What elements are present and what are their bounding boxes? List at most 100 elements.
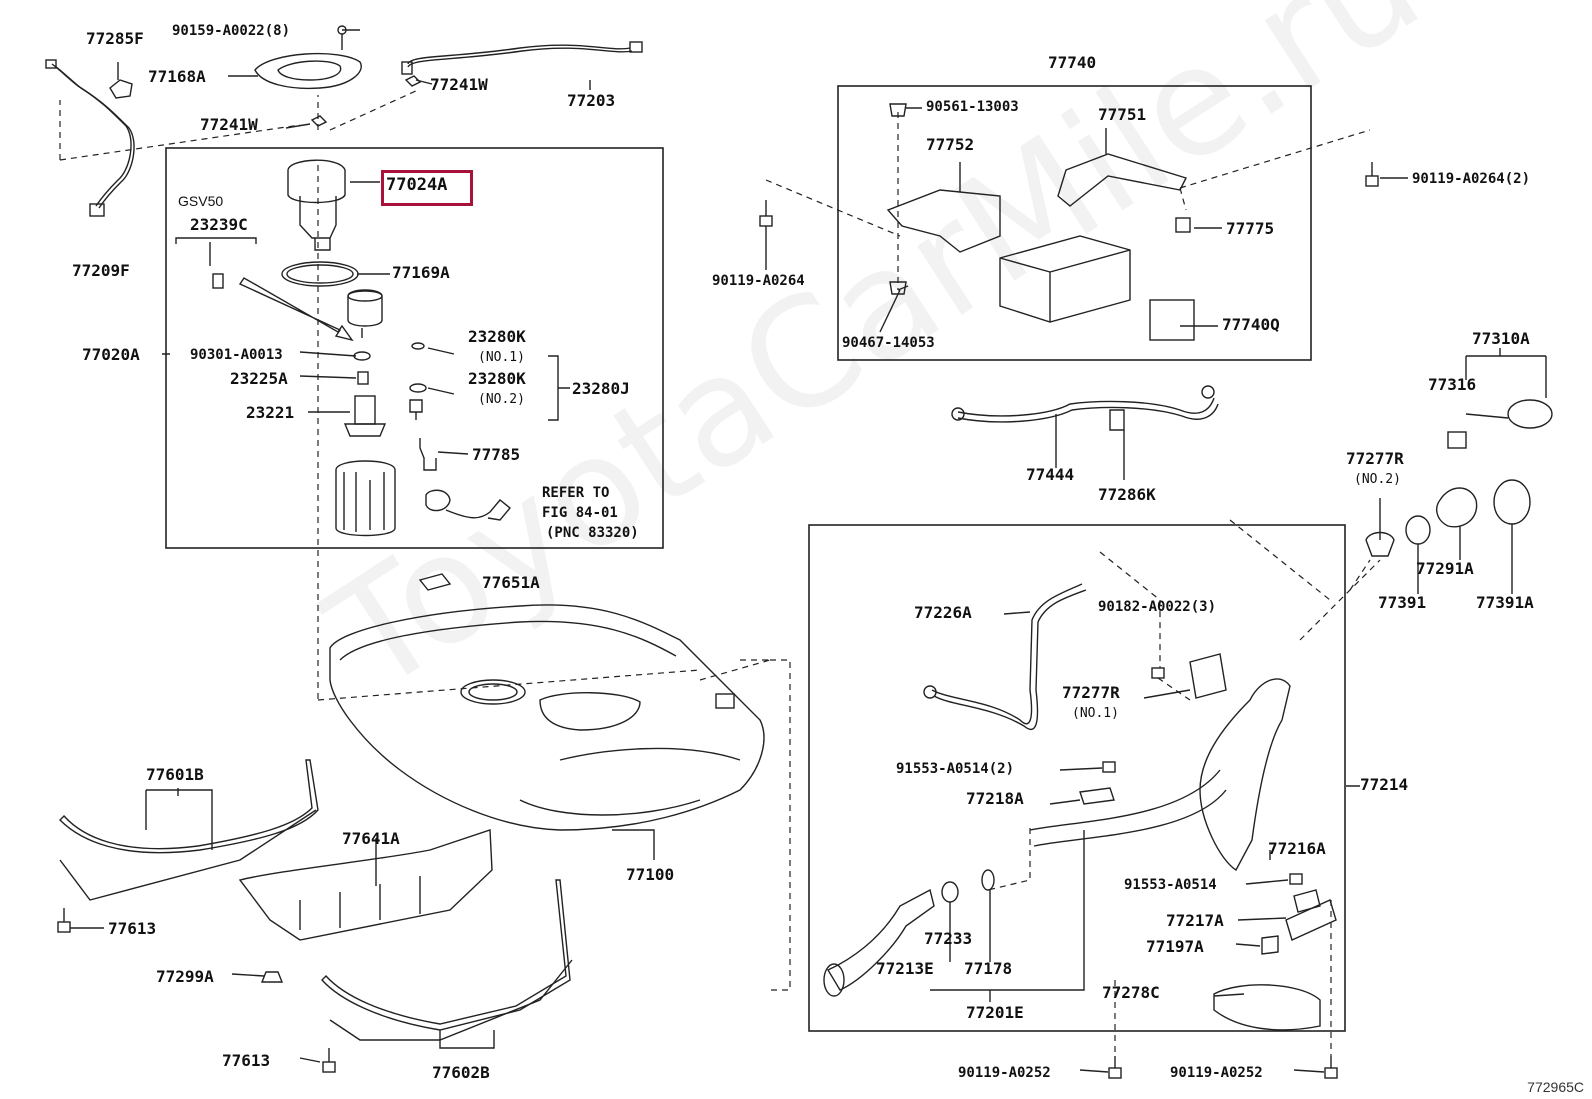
bracket-77752: [886, 189, 1001, 253]
packing-77391A: [1493, 479, 1531, 525]
lead-wire-77203: [401, 41, 643, 75]
label-77444[interactable]: 77444: [1026, 465, 1075, 484]
pressure-regulator: [409, 399, 423, 420]
label-77100[interactable]: 77100: [626, 865, 675, 884]
label-77241W-lower[interactable]: 77241W: [200, 115, 258, 134]
clip-77285F: [109, 79, 133, 99]
label-77218A[interactable]: 77218A: [966, 789, 1024, 808]
label-23221[interactable]: 23221: [246, 403, 295, 422]
pump-head-77024A: [287, 159, 346, 251]
label-77241W-upper[interactable]: 77241W: [430, 75, 488, 94]
label-23225A[interactable]: 23225A: [230, 369, 288, 388]
label-77775[interactable]: 77775: [1226, 219, 1275, 238]
fuel-cap-77310A: [1465, 399, 1553, 429]
bolt-77613-lower: [322, 1048, 336, 1073]
label-77613-upper[interactable]: 77613: [108, 919, 157, 938]
label-77291A[interactable]: 77291A: [1416, 559, 1474, 578]
pump-bracket: [335, 460, 396, 537]
part-23225A: [357, 371, 369, 385]
label-77602B[interactable]: 77602B: [432, 1063, 490, 1082]
label-77316[interactable]: 77316: [1428, 375, 1477, 394]
label-77278C[interactable]: 77278C: [1102, 983, 1160, 1002]
packing-77391: [1405, 515, 1431, 545]
label-77217A[interactable]: 77217A: [1166, 911, 1224, 930]
label-77641A[interactable]: 77641A: [342, 829, 400, 848]
label-77740Q[interactable]: 77740Q: [1222, 315, 1280, 334]
label-77391[interactable]: 77391: [1378, 593, 1427, 612]
label-77168A[interactable]: 77168A: [148, 67, 206, 86]
label-77178[interactable]: 77178: [964, 959, 1013, 978]
bolt-90119-A0264-right: [1365, 162, 1379, 187]
label-77299A[interactable]: 77299A: [156, 967, 214, 986]
label-90467-14053[interactable]: 90467-14053: [842, 335, 935, 351]
label-77203[interactable]: 77203: [567, 91, 616, 110]
label-77285F[interactable]: 77285F: [86, 29, 144, 48]
label-77752[interactable]: 77752: [926, 135, 975, 154]
label-77213E[interactable]: 77213E: [876, 959, 934, 978]
bracket-77217A: [1285, 899, 1337, 941]
label-77601B[interactable]: 77601B: [146, 765, 204, 784]
filler-pipe-77214: [1029, 678, 1291, 871]
label-77751[interactable]: 77751: [1098, 105, 1147, 124]
label-90561-13003[interactable]: 90561-13003: [926, 99, 1019, 115]
label-91553-A0514[interactable]: 91553-A0514: [1124, 877, 1217, 893]
bezel-77291A: [1436, 487, 1478, 528]
label-77740[interactable]: 77740: [1048, 53, 1097, 72]
label-77169A[interactable]: 77169A: [392, 263, 450, 282]
refer-line-1: REFER TO: [542, 485, 610, 501]
grommet-90561: [889, 103, 907, 117]
label-90159-A0022[interactable]: 90159-A0022(8): [172, 23, 291, 39]
label-90119-A0252-right[interactable]: 90119-A0252: [1170, 1065, 1263, 1081]
label-77197A[interactable]: 77197A: [1146, 937, 1204, 956]
clip-77241W-lower: [310, 115, 328, 127]
breather-tube-77226A: [923, 583, 1087, 731]
filler-pipe-group-box: [808, 524, 1346, 1032]
note-no1-23280K: (NO.1): [478, 350, 525, 365]
label-77277R-no2[interactable]: 77277R: [1346, 449, 1404, 468]
label-77024A[interactable]: 77024A: [386, 175, 448, 195]
label-23280J[interactable]: 23280J: [572, 379, 630, 398]
clamp-77277R-no1: [1189, 653, 1227, 699]
bolt-91553-2: [1102, 761, 1116, 773]
note-no2-77277R: (NO.2): [1354, 472, 1401, 487]
refer-line-3: (PNC 83320): [546, 525, 639, 541]
label-77651A[interactable]: 77651A: [482, 573, 540, 592]
label-77391A[interactable]: 77391A: [1476, 593, 1534, 612]
clip-77197A: [1261, 935, 1279, 955]
band-77602B: [321, 879, 573, 1041]
bolt-77613-upper: [57, 908, 71, 933]
label-90119-A0264[interactable]: 90119-A0264: [712, 273, 805, 289]
label-77310A[interactable]: 77310A: [1472, 329, 1530, 348]
protector-77278C: [1213, 984, 1321, 1031]
label-77226A[interactable]: 77226A: [914, 603, 972, 622]
oring-23280K-1: [411, 342, 425, 350]
label-90119-A0252-left[interactable]: 90119-A0252: [958, 1065, 1051, 1081]
band-77601B: [59, 759, 319, 901]
gasket-77178: [981, 869, 995, 891]
label-90119-A0264-2[interactable]: 90119-A0264(2): [1412, 171, 1531, 187]
label-77214[interactable]: 77214: [1360, 775, 1409, 794]
label-77209F[interactable]: 77209F: [72, 261, 130, 280]
label-77201E[interactable]: 77201E: [966, 1003, 1024, 1022]
label-91553-A0514-2[interactable]: 91553-A0514(2): [896, 761, 1015, 777]
label-90182-A0022[interactable]: 90182-A0022(3): [1098, 599, 1217, 615]
clamp-77218A: [1079, 787, 1115, 805]
label-77233[interactable]: 77233: [924, 929, 973, 948]
harness-77785: [419, 438, 437, 471]
label-23280K-no1[interactable]: 23280K: [468, 327, 526, 346]
plate-77651A: [418, 573, 452, 591]
plug-77775: [1175, 217, 1191, 233]
label-90301-A0013[interactable]: 90301-A0013: [190, 347, 283, 363]
label-77277R-no1[interactable]: 77277R: [1062, 683, 1120, 702]
grommet-90467: [889, 281, 907, 295]
label-23239C[interactable]: 23239C: [190, 215, 248, 234]
diagram-code: 772965C: [1527, 1079, 1584, 1095]
label-77286K[interactable]: 77286K: [1098, 485, 1156, 504]
label-77020A[interactable]: 77020A: [82, 345, 140, 364]
label-77216A[interactable]: 77216A: [1268, 839, 1326, 858]
label-23280K-no2[interactable]: 23280K: [468, 369, 526, 388]
label-77613-lower[interactable]: 77613: [222, 1051, 271, 1070]
label-77785[interactable]: 77785: [472, 445, 521, 464]
bracket-77751: [1057, 153, 1187, 207]
bolt-90119-A0264-left: [759, 200, 773, 227]
